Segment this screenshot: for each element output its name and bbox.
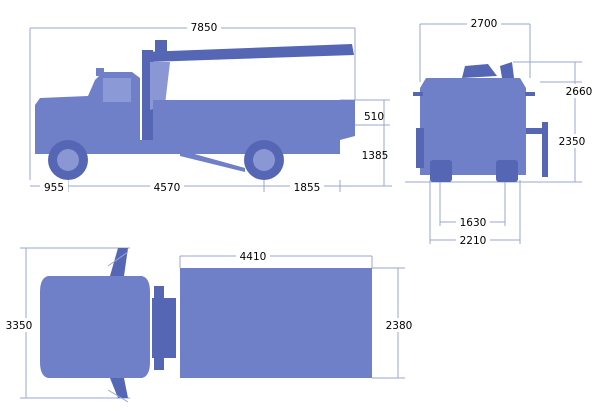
outrigger-span-label: 3350: [6, 320, 33, 332]
rear-view: 2700 2660 2350 1630 2210: [405, 16, 596, 247]
platform-height-label: 1385: [362, 150, 389, 162]
overall-width-label: 2700: [471, 18, 498, 30]
top-outrigger-upper: [110, 248, 128, 276]
total-height-label: 2660: [566, 86, 593, 98]
rear-left-wheel: [430, 160, 452, 182]
side-view: 7850 955 4570 1855 510 1385: [29, 20, 392, 194]
side-crane: [142, 40, 354, 145]
cab-height-label: 2350: [559, 136, 586, 148]
track-label: 1630: [460, 217, 487, 229]
rear-right-wheel: [496, 160, 518, 182]
platform-length-label: 4410: [240, 251, 267, 263]
overall-length-label: 7850: [191, 22, 218, 34]
top-view: 4410 3350 2380: [2, 247, 416, 403]
rear-body: [420, 78, 526, 175]
rear-overhang-label: 1855: [294, 182, 321, 194]
top-flatbed: [180, 268, 372, 378]
body-width-label: 2210: [460, 235, 487, 247]
top-cab: [40, 276, 150, 378]
top-outrigger-lower: [110, 378, 128, 398]
rear-outrigger: [526, 128, 548, 134]
wheelbase-label: 4570: [154, 182, 181, 194]
side-flatbed: [153, 100, 355, 140]
side-height-label: 510: [364, 111, 384, 123]
platform-width-label: 2380: [386, 320, 413, 332]
front-overhang-label: 955: [44, 182, 64, 194]
